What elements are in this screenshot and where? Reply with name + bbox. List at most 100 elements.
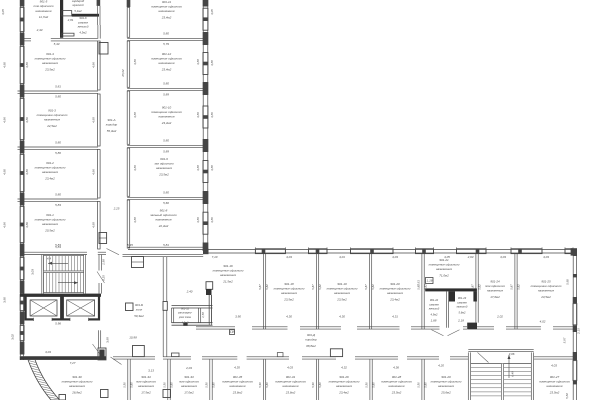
svg-text:санузел: санузел (457, 301, 467, 304)
svg-text:5,80: 5,80 (169, 382, 173, 388)
svg-text:4,86: 4,86 (25, 169, 29, 175)
svg-text:3,06: 3,06 (509, 352, 515, 356)
svg-text:назначения: назначения (159, 9, 175, 13)
svg-text:4,86: 4,86 (92, 169, 96, 175)
svg-text:5,87: 5,87 (416, 284, 420, 290)
svg-text:женский: женский (428, 307, 440, 311)
svg-text:5,90: 5,90 (416, 382, 420, 388)
svg-text:гардероб: гардероб (72, 0, 85, 3)
svg-text:7,27: 7,27 (70, 361, 76, 365)
svg-text:5,82: 5,82 (265, 284, 269, 290)
svg-text:4,45: 4,45 (229, 330, 235, 334)
svg-text:зал офисного: зал офисного (153, 162, 174, 166)
svg-text:5,80: 5,80 (211, 382, 215, 388)
svg-text:4,02: 4,02 (540, 319, 546, 323)
svg-text:4,03: 4,03 (392, 255, 398, 259)
svg-text:5,1м2: 5,1м2 (74, 9, 82, 13)
svg-text:4,86: 4,86 (133, 165, 137, 171)
svg-text:2,40: 2,40 (186, 290, 193, 294)
svg-text:5,80: 5,80 (55, 193, 61, 197)
svg-text:5,80: 5,80 (318, 382, 322, 388)
svg-text:4,88: 4,88 (196, 59, 200, 65)
svg-text:5,80: 5,80 (163, 82, 169, 86)
svg-text:4,80: 4,80 (25, 117, 29, 123)
svg-text:помещение офисного: помещение офисного (35, 57, 66, 61)
svg-text:5,80: 5,80 (129, 382, 133, 388)
svg-text:901-34: 901-34 (141, 375, 151, 379)
svg-text:5,87: 5,87 (509, 284, 513, 290)
svg-text:пом офисного: пом офисного (34, 4, 54, 8)
svg-text:4,86: 4,86 (196, 217, 200, 223)
svg-text:4,88: 4,88 (133, 112, 137, 118)
svg-text:назначения: назначения (156, 166, 172, 170)
svg-text:901-27: 901-27 (550, 375, 560, 379)
svg-text:2,18: 2,18 (457, 319, 464, 323)
svg-text:901-26: 901-26 (339, 375, 349, 379)
svg-text:4,01: 4,01 (339, 255, 345, 259)
svg-text:4,88: 4,88 (210, 60, 214, 66)
svg-text:6,49: 6,49 (511, 371, 515, 377)
svg-text:назначения: назначения (281, 291, 297, 295)
svg-text:55,3м2: 55,3м2 (107, 129, 117, 133)
svg-text:помещение офисного: помещение офисного (35, 218, 66, 222)
svg-text:901-12: 901-12 (162, 52, 172, 56)
svg-text:5,80: 5,80 (55, 141, 61, 145)
svg-text:68,8м2: 68,8м2 (306, 344, 316, 348)
svg-text:901-29: 901-29 (441, 375, 451, 379)
svg-text:17,0м2: 17,0м2 (184, 390, 194, 394)
svg-text:4,80: 4,80 (25, 222, 29, 228)
svg-text:помещение офисного: помещение офисного (275, 380, 306, 384)
svg-text:5,81: 5,81 (417, 280, 421, 286)
svg-text:5,43: 5,43 (54, 42, 60, 46)
svg-text:назначения: назначения (156, 218, 172, 222)
svg-text:назначения: назначения (387, 291, 403, 295)
svg-text:71,0м2: 71,0м2 (439, 273, 449, 277)
svg-text:назначения: назначения (547, 384, 563, 388)
svg-text:59,3м2: 59,3м2 (134, 314, 144, 318)
svg-text:назначения: назначения (36, 9, 52, 13)
svg-text:помещение офисного: помещение офисного (222, 380, 253, 384)
svg-text:2,02: 2,02 (496, 315, 503, 319)
svg-text:23,5м2: 23,5м2 (283, 297, 294, 301)
svg-text:назначения: назначения (389, 384, 405, 388)
svg-text:23,4м2: 23,4м2 (161, 15, 172, 19)
svg-text:23,5м2: 23,5м2 (44, 67, 55, 71)
svg-text:901-19: 901-19 (337, 282, 347, 286)
svg-text:4,86: 4,86 (3, 222, 7, 228)
svg-text:4,31: 4,31 (392, 315, 398, 319)
svg-text:901-1: 901-1 (46, 213, 54, 217)
svg-text:22,5м2: 22,5м2 (46, 124, 57, 128)
svg-text:4,04: 4,04 (286, 255, 292, 259)
svg-text:назначения: назначения (42, 61, 58, 65)
svg-text:помещение офисного: помещение офисного (431, 380, 462, 384)
svg-text:901-6: 901-6 (79, 16, 87, 20)
svg-text:4,86: 4,86 (25, 62, 29, 68)
svg-text:узел техн: узел техн (178, 316, 192, 319)
svg-text:4,86: 4,86 (210, 217, 214, 223)
svg-text:5,81: 5,81 (163, 243, 169, 247)
svg-text:помещение офисного: помещение офисного (213, 269, 244, 273)
svg-text:пом офисного: пом офисного (179, 380, 199, 384)
svg-text:санузел: санузел (429, 303, 439, 306)
svg-text:4,86: 4,86 (3, 117, 7, 123)
svg-text:22,4м2: 22,4м2 (158, 224, 169, 228)
svg-text:5,87: 5,87 (258, 284, 262, 290)
svg-text:23,4м2: 23,4м2 (338, 390, 349, 394)
svg-text:5,90: 5,90 (311, 382, 315, 388)
svg-text:4,86: 4,86 (196, 112, 200, 118)
svg-text:2,04: 2,04 (185, 366, 192, 370)
svg-text:4,03: 4,03 (543, 255, 549, 259)
svg-text:5,83: 5,83 (55, 203, 61, 207)
svg-text:5,82: 5,82 (477, 284, 481, 290)
svg-text:23,5м2: 23,5м2 (549, 390, 560, 394)
svg-text:5,82: 5,82 (318, 284, 322, 290)
svg-text:назначения: назначения (138, 384, 154, 388)
svg-text:901-10: 901-10 (162, 106, 172, 110)
svg-text:23,5м2: 23,5м2 (540, 295, 551, 299)
svg-text:4,80: 4,80 (3, 62, 7, 68)
svg-text:5,96: 5,96 (55, 322, 61, 326)
svg-text:901-Б: 901-Б (135, 303, 143, 307)
svg-text:коридор: коридор (106, 123, 118, 127)
svg-text:помещение офисного: помещение офисного (151, 5, 182, 9)
svg-text:901-2: 901-2 (46, 161, 54, 165)
